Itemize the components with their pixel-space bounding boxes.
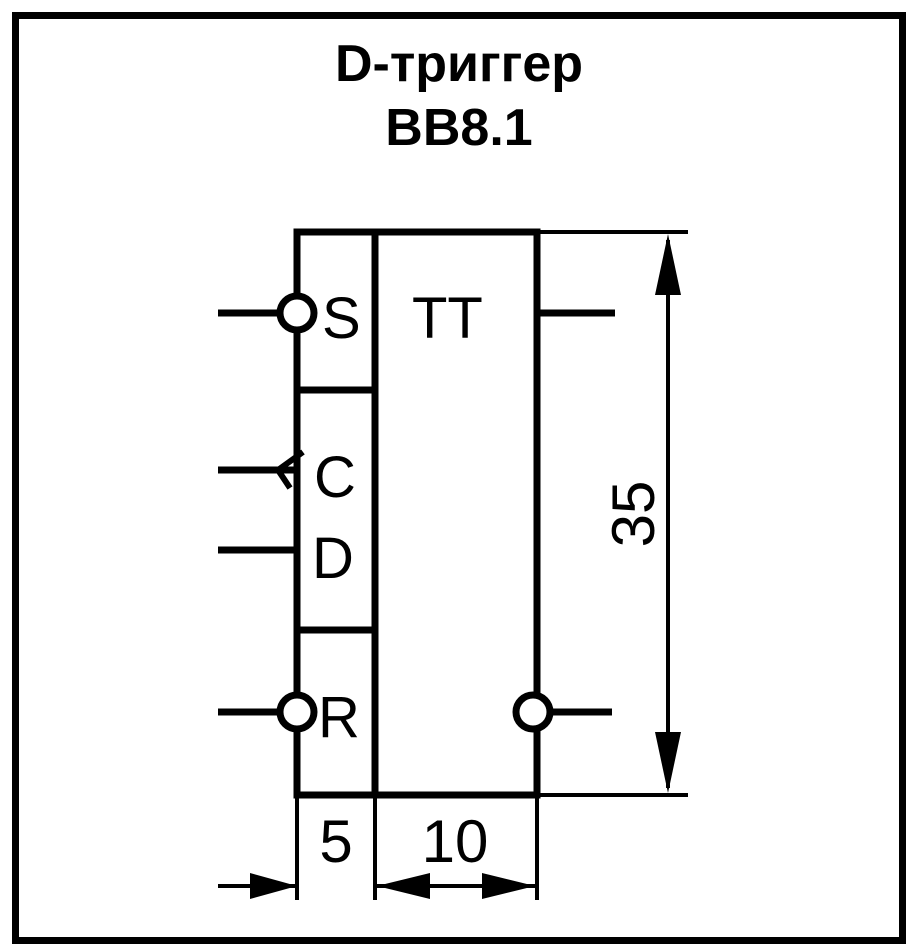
height-arrow-top [655, 234, 681, 295]
height-dimension-value: 35 [600, 481, 667, 548]
left-width-value: 5 [319, 808, 352, 875]
set-inversion-circle [276, 292, 318, 334]
reset-inversion-circle [276, 691, 318, 733]
width-arrow-right [482, 873, 535, 899]
title-line-1: D-триггер [334, 35, 584, 93]
diagram-frame [12, 12, 906, 944]
diagram-title: D-триггер BB8.1 [0, 32, 918, 160]
title-line-2: BB8.1 [385, 99, 533, 157]
label-function: TT [412, 286, 483, 351]
clock-edge-marker [275, 449, 305, 490]
trigger-outline [293, 228, 541, 799]
height-arrow-bottom [655, 732, 681, 793]
label-reset: R [318, 685, 360, 750]
label-clock: C [314, 445, 356, 510]
right-width-value: 10 [422, 808, 489, 875]
label-data: D [312, 526, 354, 591]
width-arrow-left-outer [250, 873, 297, 899]
label-set: S [322, 286, 361, 351]
width-arrow-middle [377, 873, 430, 899]
output-inversion-circle [512, 691, 554, 733]
